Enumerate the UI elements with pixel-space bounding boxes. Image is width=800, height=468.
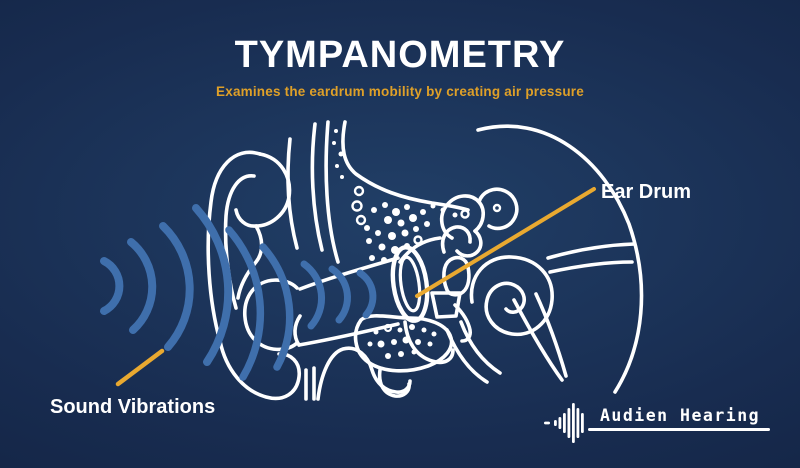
mastoid-bone-lower bbox=[353, 314, 454, 398]
sound-vibrations-pointer-line bbox=[115, 348, 165, 387]
logo-underline bbox=[588, 428, 770, 431]
eustachian-tube bbox=[403, 320, 502, 384]
outer-ear-pinna bbox=[206, 150, 412, 401]
soundwave-icon bbox=[544, 403, 584, 443]
mastoid-bone-cells bbox=[332, 129, 458, 359]
cochlea bbox=[469, 242, 636, 337]
page-subtitle: Examines the eardrum mobility by creatin… bbox=[216, 84, 584, 99]
ear-drum-label: Ear Drum bbox=[601, 181, 692, 203]
sound-vibrations-label: Sound Vibrations bbox=[50, 396, 216, 418]
eardrum-pointer-line bbox=[415, 187, 596, 298]
skull-outline bbox=[286, 120, 644, 394]
ear-line-art bbox=[206, 120, 644, 401]
brand-logo: Audien Hearing bbox=[544, 400, 774, 450]
brand-name: Audien Hearing bbox=[600, 406, 761, 425]
semicircular-canals bbox=[439, 187, 519, 258]
eardrum bbox=[390, 245, 430, 323]
page-title: TYMPANOMETRY bbox=[234, 34, 566, 76]
pointer-lines bbox=[115, 187, 596, 387]
sound-wave-arcs bbox=[100, 204, 377, 381]
